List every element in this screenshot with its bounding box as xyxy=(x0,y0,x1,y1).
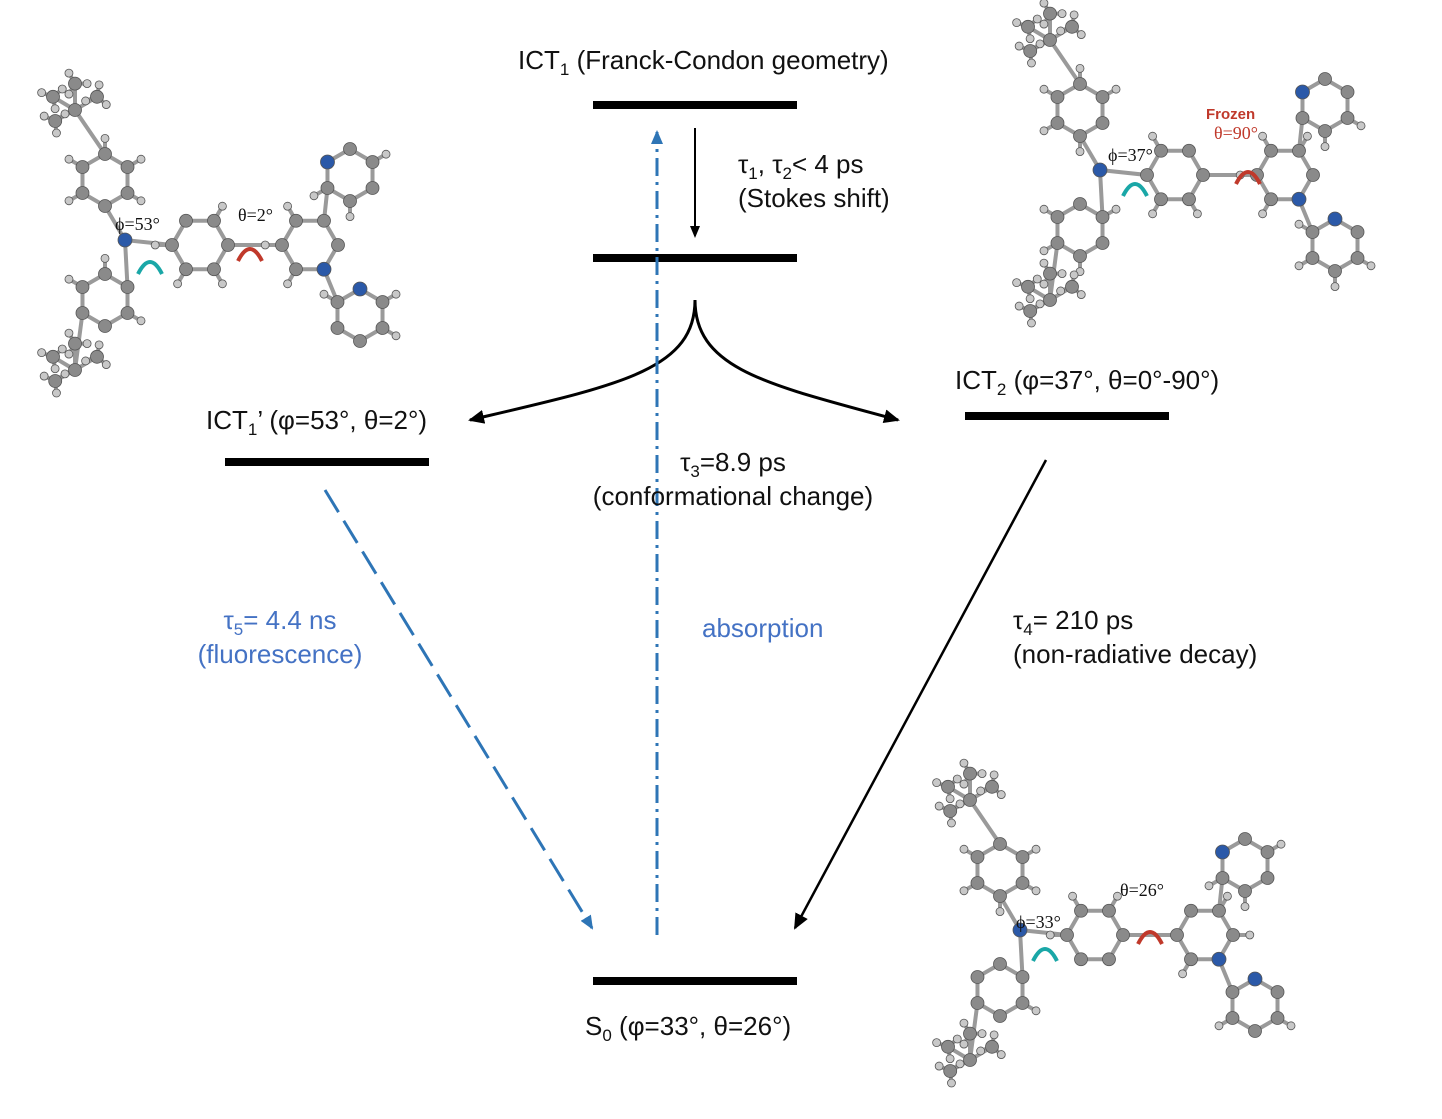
conformational-arrow-right xyxy=(693,299,900,424)
left-phi-label: ϕ=53° xyxy=(115,214,160,234)
label-absorption: absorption xyxy=(702,613,824,643)
label-tau5: τ5= 4.4 ns (fluorescence) xyxy=(197,605,363,669)
conformational-arrow-left xyxy=(468,299,697,424)
label-ict1-prime: ICT1’ (φ=53°, θ=2°) xyxy=(206,405,428,439)
label-ict1-fc: ICT1 (Franck-Condon geometry) xyxy=(518,45,889,79)
non-radiative-arrow xyxy=(793,459,1048,930)
molecule-left xyxy=(37,68,401,398)
left-theta-label: θ=2° xyxy=(238,205,273,225)
label-s0: S0 (φ=33°, θ=26°) xyxy=(585,1011,792,1045)
molecule-top-right xyxy=(1012,0,1376,328)
molecule-bottom-right xyxy=(932,758,1296,1088)
label-tau12: τ1, τ2< 4 ps (Stokes shift) xyxy=(738,149,890,213)
top-right-phi-label: ϕ=37° xyxy=(1108,145,1153,165)
top-right-theta-label: θ=90° xyxy=(1214,123,1258,143)
label-tau4: τ4= 210 ps (non-radiative decay) xyxy=(1013,605,1258,669)
bottom-right-phi-label: ϕ=33° xyxy=(1016,912,1061,932)
label-tau3: τ3=8.9 ps (conformational change) xyxy=(592,447,874,511)
fluorescence-arrow xyxy=(323,489,594,930)
label-ict2: ICT2 (φ=37°, θ=0°-90°) xyxy=(955,365,1220,399)
bottom-right-theta-label: θ=26° xyxy=(1120,880,1164,900)
frozen-label: Frozen xyxy=(1206,106,1256,123)
